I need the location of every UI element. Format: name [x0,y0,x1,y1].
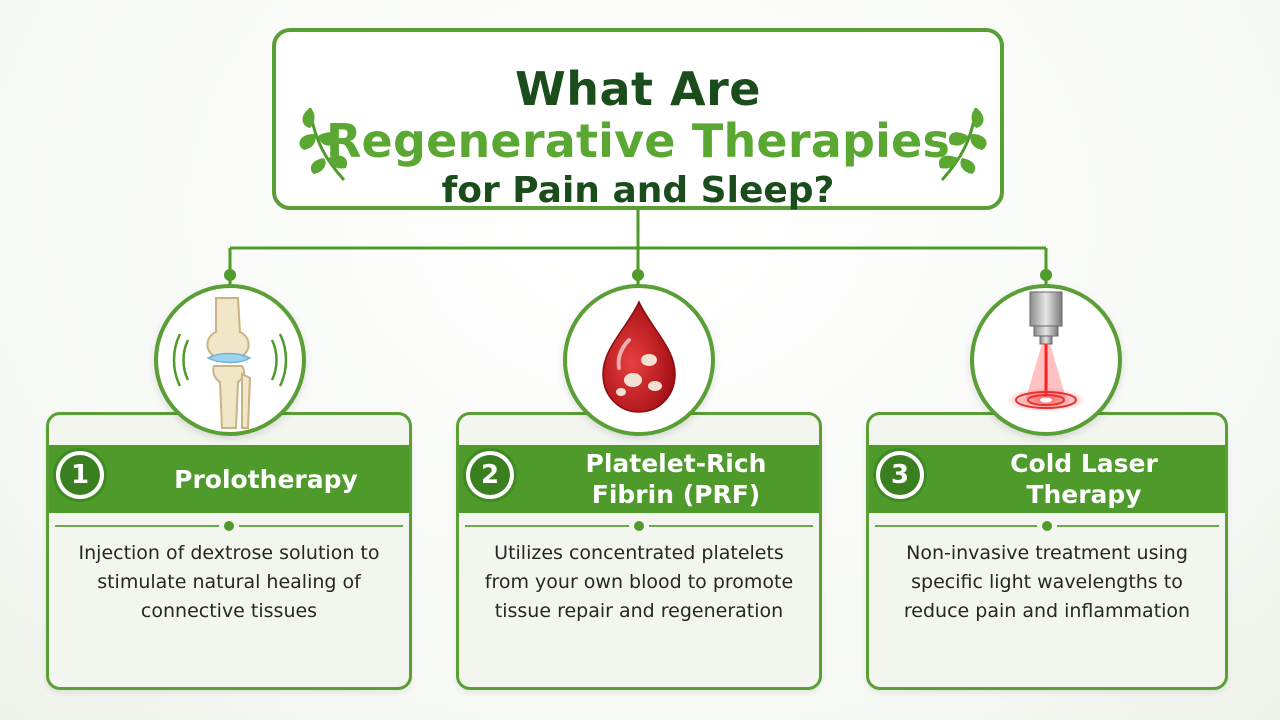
card-description: Utilizes concentrated platelets from you… [484,542,794,622]
knee-joint-icon [172,297,288,429]
title-line-1: What Are [514,62,762,116]
card-divider [459,519,819,533]
number-badge-value: 1 [60,455,100,495]
icon-circle-3 [970,284,1122,436]
title-line-2: Regenerative Therapies [325,114,951,168]
leaf-sprig-right-icon [938,107,987,182]
card-description: Non-invasive treatment using specific li… [903,542,1191,622]
card-title: Platelet-Rich Fibrin (PRF) [585,449,767,509]
card-divider [869,519,1225,533]
laser-device-icon [1006,291,1086,412]
blood-drop-icon [602,300,676,413]
number-badge-value: 2 [470,455,510,495]
therapy-card-prolotherapy: Prolotherapy 1 Injection of dextrose sol… [46,412,412,690]
card-description: Injection of dextrose solution to stimul… [78,542,380,622]
card-title: Cold Laser Therapy [1010,449,1158,509]
icon-circle-2 [563,284,715,436]
number-badge-value: 3 [880,455,920,495]
therapy-card-cold-laser: Cold Laser Therapy 3 Non-invasive treatm… [866,412,1228,690]
icon-circle-1 [154,284,306,436]
leaf-sprig-left-icon [299,107,348,182]
card-title: Prolotherapy [174,464,358,494]
title-line-3: for Pain and Sleep? [441,170,835,211]
title-box: What Are Regenerative Therapies for Pain… [272,28,1004,211]
number-badge: 1 [53,448,107,502]
card-banner: Cold Laser Therapy [869,445,1225,513]
therapy-card-prf: Platelet-Rich Fibrin (PRF) 2 Utilizes co… [456,412,822,690]
card-divider [49,519,409,533]
number-badge: 2 [463,448,517,502]
card-banner: Prolotherapy [49,445,409,513]
number-badge: 3 [873,448,927,502]
card-banner: Platelet-Rich Fibrin (PRF) [459,445,819,513]
